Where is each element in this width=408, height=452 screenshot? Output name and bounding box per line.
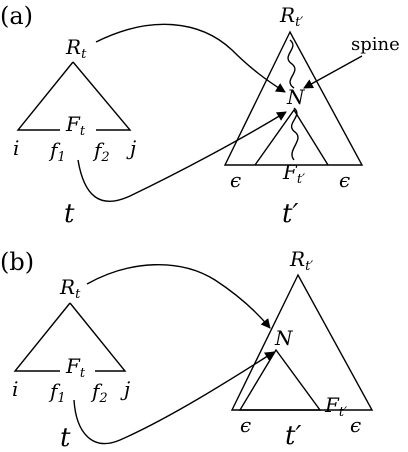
panel-a-left-tree-left-edge xyxy=(16,61,74,131)
panel-a-eps-right: ϵ xyxy=(339,168,350,192)
panel-a-left-tree-right-edge xyxy=(72,61,132,131)
panel-b-arrow-foot-to-n xyxy=(73,351,275,445)
panel-a-right-root-label: Rt′ xyxy=(279,3,303,30)
panel-b-left-root-label: Rt xyxy=(59,275,81,302)
panel-b-eps-right: ϵ xyxy=(350,413,361,437)
panel-b-left-tree: Rt Ft i j f1 f2 t xyxy=(12,275,130,452)
panel-a-left-foot-label: Ft xyxy=(65,112,86,139)
panel-b-left-end-i: i xyxy=(12,377,18,401)
panel-b-right-end-j: j xyxy=(120,377,130,401)
panel-b-right-tree: Rt′ N Ft′ ϵ ϵ t′ xyxy=(230,247,374,451)
panel-b-eps-left: ϵ xyxy=(240,413,251,437)
panel-b-f1-label: f1 xyxy=(48,379,66,406)
panel-b-left-tree-right-edge xyxy=(69,302,127,372)
panel-a-left-end-i: i xyxy=(13,136,19,160)
panel-a-spine-upper xyxy=(287,39,296,89)
panel-a-right-foot-label: Ft′ xyxy=(282,160,305,187)
panel-b-arrow-root-to-n xyxy=(86,264,271,329)
panel-a-left-tree-name: t xyxy=(64,199,75,229)
panel-b-right-outer-triangle xyxy=(230,273,374,411)
panel-a-node-n: N xyxy=(286,85,306,109)
panel-a-tag: (a) xyxy=(0,2,33,30)
panel-a-eps-left: ϵ xyxy=(230,168,241,192)
panel-b-left-tree-name: t xyxy=(60,423,71,452)
panel-b-left-tree-left-edge xyxy=(13,302,71,372)
panel-a-f1-label: f1 xyxy=(48,138,66,165)
panel-b-right-tree-name: t′ xyxy=(285,421,301,451)
panel-a-right-outer-triangle xyxy=(223,30,364,166)
panel-a-spine-label: spine xyxy=(351,34,400,55)
panel-b-tag: (b) xyxy=(0,248,34,276)
panel-b-f2-label: f2 xyxy=(90,379,108,406)
panel-b-node-n: N xyxy=(274,326,294,350)
panel-a-left-root-label: Rt xyxy=(65,35,87,62)
panel-a-right-end-j: j xyxy=(126,136,136,160)
panel-a-left-tree: Rt Ft i j f1 f2 t xyxy=(13,35,136,229)
panel-b-right-inner-triangle xyxy=(238,348,322,411)
panel-a-right-tree: Rt′ N Ft′ ϵ ϵ t′ spine xyxy=(223,3,400,229)
panel-a-spine-lower xyxy=(290,107,299,161)
panel-a-arrow-foot-to-n xyxy=(77,111,287,202)
panel-a-arrow-root-to-n xyxy=(95,23,286,93)
panel-b-right-root-label: Rt′ xyxy=(289,247,313,274)
panel-b-right-foot-label: Ft′ xyxy=(324,393,347,420)
panel-a-right-inner-triangle xyxy=(254,108,329,166)
panel-a-right-tree-name: t′ xyxy=(282,199,298,229)
panel-a-f2-label: f2 xyxy=(92,138,110,165)
panel-b-left-foot-label: Ft xyxy=(65,354,86,381)
panel-a-arrow-spine-label xyxy=(303,55,363,89)
